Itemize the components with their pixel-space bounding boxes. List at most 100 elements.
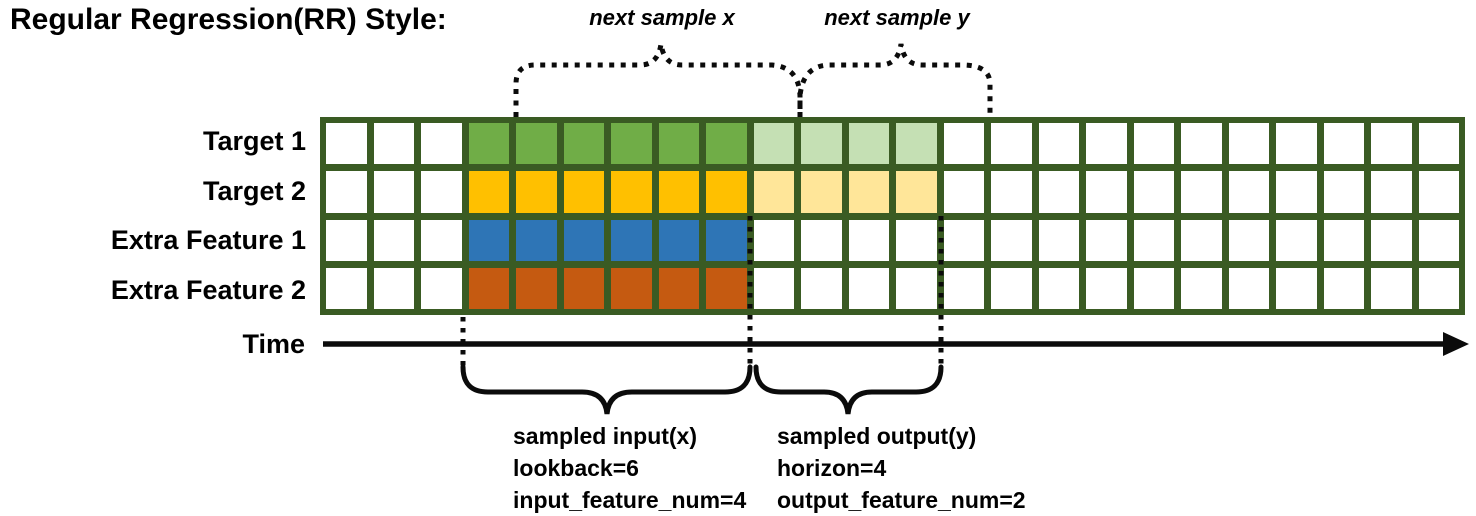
row-label-extra-feature-2: Extra Feature 2 bbox=[110, 274, 306, 305]
grid-cell bbox=[1086, 219, 1127, 261]
grid-cell bbox=[706, 171, 747, 213]
grid-cell bbox=[1323, 171, 1364, 213]
grid-cell bbox=[1133, 171, 1174, 213]
grid-cell bbox=[611, 267, 652, 309]
grid-cell bbox=[706, 267, 747, 309]
grid-cell bbox=[801, 123, 842, 165]
grid-cell bbox=[1038, 123, 1079, 165]
row-label-target-1: Target 1 bbox=[202, 126, 306, 157]
grid-cell bbox=[1371, 171, 1412, 213]
grid-cell bbox=[943, 219, 984, 261]
sampled-input-brace bbox=[460, 364, 753, 415]
grid-cell bbox=[658, 123, 699, 165]
grid-cell bbox=[421, 123, 462, 165]
grid-cell bbox=[1038, 267, 1079, 309]
grid-cell bbox=[1276, 267, 1317, 309]
output-feature-num: output_feature_num=2 bbox=[777, 487, 1026, 513]
grid-cell bbox=[468, 123, 509, 165]
sampling-grid bbox=[320, 117, 1465, 315]
grid-cell bbox=[658, 219, 699, 261]
grid-cell bbox=[1086, 123, 1127, 165]
grid-cell bbox=[1133, 123, 1174, 165]
grid-cell bbox=[326, 123, 367, 165]
grid-cell bbox=[1371, 219, 1412, 261]
grid-cell bbox=[1323, 123, 1364, 165]
grid-cell bbox=[1418, 267, 1459, 309]
grid-cell bbox=[1276, 123, 1317, 165]
next-sample-y-label: next sample y bbox=[824, 5, 970, 30]
next-sample-x-label: next sample x bbox=[589, 5, 735, 30]
horizon-value: horizon=4 bbox=[777, 455, 887, 481]
grid-cell bbox=[848, 267, 889, 309]
grid-cell bbox=[1038, 219, 1079, 261]
grid-cell bbox=[943, 267, 984, 309]
grid-cell bbox=[468, 219, 509, 261]
grid-cell bbox=[326, 219, 367, 261]
grid-cell bbox=[706, 219, 747, 261]
grid-cell bbox=[516, 171, 557, 213]
grid-cell bbox=[896, 123, 937, 165]
next-sample-y-brace bbox=[797, 43, 993, 117]
grid-cell bbox=[1228, 267, 1269, 309]
grid-cell bbox=[1133, 267, 1174, 309]
grid-cell bbox=[1276, 171, 1317, 213]
grid-cell bbox=[373, 123, 414, 165]
grid-cell bbox=[468, 171, 509, 213]
grid-cell bbox=[991, 123, 1032, 165]
grid-cell bbox=[943, 123, 984, 165]
grid-cell bbox=[1323, 267, 1364, 309]
row-labels: Target 1 Target 2 Extra Feature 1 Extra … bbox=[0, 117, 312, 315]
grid-cell bbox=[1228, 123, 1269, 165]
grid-cell bbox=[1418, 123, 1459, 165]
sampled-input-title: sampled input(x) bbox=[513, 423, 698, 449]
grid-cell bbox=[753, 171, 794, 213]
grid-cell bbox=[1228, 171, 1269, 213]
grid-cell bbox=[753, 123, 794, 165]
grid-cell bbox=[421, 267, 462, 309]
grid-cell bbox=[326, 267, 367, 309]
grid-cell bbox=[896, 219, 937, 261]
grid-cell bbox=[373, 267, 414, 309]
row-label-target-2: Target 2 bbox=[202, 175, 306, 206]
sampled-output-title: sampled output(y) bbox=[777, 423, 977, 449]
grid-cell bbox=[753, 267, 794, 309]
grid-cell bbox=[848, 219, 889, 261]
grid-cell bbox=[658, 171, 699, 213]
sampled-output-brace bbox=[753, 364, 944, 415]
grid-cell bbox=[516, 267, 557, 309]
time-axis-arrowhead bbox=[1443, 332, 1469, 356]
time-axis-label: Time bbox=[242, 329, 305, 359]
grid-cell bbox=[563, 123, 604, 165]
grid-cell bbox=[1371, 267, 1412, 309]
grid-cell bbox=[1038, 171, 1079, 213]
sampled-output-annotation: sampled output(y) horizon=4 output_featu… bbox=[777, 420, 1026, 516]
grid-cell bbox=[1276, 219, 1317, 261]
row-label-extra-feature-1: Extra Feature 1 bbox=[110, 225, 306, 256]
grid-cell bbox=[1181, 267, 1222, 309]
grid-cell bbox=[896, 171, 937, 213]
grid-cell bbox=[801, 171, 842, 213]
grid-cell bbox=[421, 219, 462, 261]
grid-cell bbox=[1181, 171, 1222, 213]
grid-cell bbox=[801, 219, 842, 261]
grid-cell bbox=[991, 171, 1032, 213]
grid-cell bbox=[1323, 219, 1364, 261]
grid-cell bbox=[373, 171, 414, 213]
sampled-input-annotation: sampled input(x) lookback=6 input_featur… bbox=[513, 420, 746, 516]
grid-cell bbox=[516, 219, 557, 261]
grid-cell bbox=[1181, 123, 1222, 165]
grid-cell bbox=[753, 219, 794, 261]
grid-cell bbox=[421, 171, 462, 213]
grid-cell bbox=[563, 171, 604, 213]
grid-cell bbox=[468, 267, 509, 309]
grid-cell bbox=[326, 171, 367, 213]
grid-cell bbox=[563, 267, 604, 309]
next-sample-x-brace bbox=[513, 43, 803, 117]
grid-cell bbox=[1086, 171, 1127, 213]
grid-cell bbox=[1228, 219, 1269, 261]
grid-cell bbox=[848, 123, 889, 165]
grid-cell bbox=[611, 171, 652, 213]
grid-cell bbox=[563, 219, 604, 261]
grid-cell bbox=[943, 171, 984, 213]
